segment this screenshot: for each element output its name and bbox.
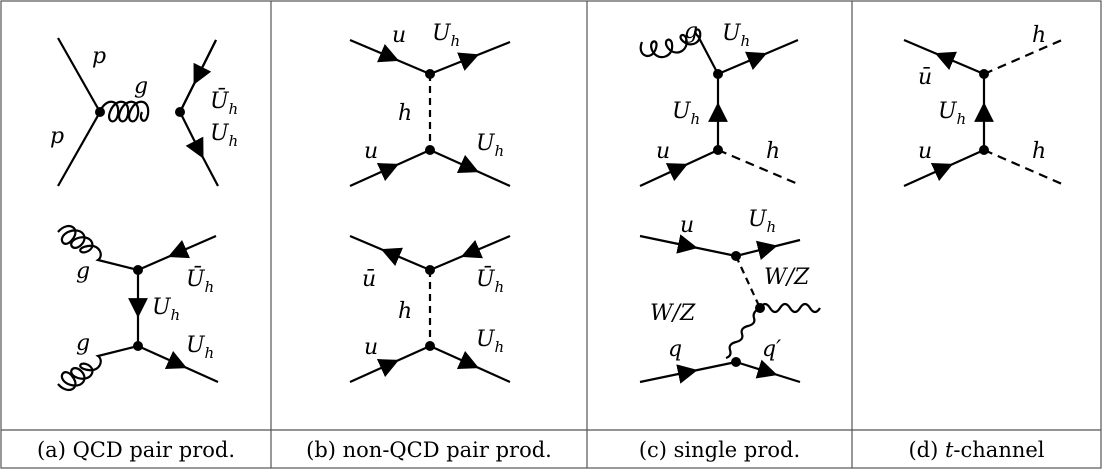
label-U: Uh: [186, 333, 214, 362]
WZ-propagator-dashed: [735, 255, 761, 309]
gluon-line-top: [57, 225, 139, 272]
vertex-dot: [95, 107, 105, 117]
label-U: Uh: [476, 327, 504, 356]
caption-b: (b) non-QCD pair prod.: [306, 438, 552, 462]
vertex-dot: [133, 265, 143, 275]
vertex-dot: [755, 303, 765, 313]
label-u: u: [656, 139, 670, 164]
label-h: h: [1032, 23, 1046, 48]
label-h: h: [398, 299, 412, 324]
label-g: g: [684, 19, 698, 44]
diagram-d: [903, 38, 1063, 188]
label-ubar: ū: [362, 267, 376, 292]
label-ubar: ū: [918, 65, 932, 90]
label-Ubar: Ūh: [186, 265, 214, 296]
label-u: u: [392, 23, 406, 48]
caption-a: (a) QCD pair prod.: [36, 438, 235, 462]
WZ-wavy-right: [759, 302, 821, 314]
label-Ubar: Ūh: [476, 265, 504, 296]
label-g: g: [134, 74, 148, 99]
proton-line-top: [57, 37, 101, 113]
gluon-propagator: [98, 100, 150, 123]
vertex-dot: [425, 69, 435, 79]
vertex-dot: [425, 341, 435, 351]
vertex-dot: [425, 145, 435, 155]
gluon-line-bottom: [57, 344, 139, 391]
label-u: u: [918, 139, 932, 164]
label-u: u: [680, 213, 694, 238]
higgs-line-top: [983, 38, 1063, 76]
label-qprime: q′: [762, 337, 781, 362]
WZ-wavy-left: [725, 307, 761, 360]
proton-line-bottom: [57, 111, 101, 187]
diagram-c-bottom: [639, 234, 821, 384]
label-U: Uh: [672, 99, 700, 128]
vertex-dot: [713, 69, 723, 79]
diagram-a-top: [57, 37, 219, 187]
diagram-b-bottom: [349, 234, 511, 384]
label-h: h: [1032, 139, 1046, 164]
label-U: Uh: [476, 131, 504, 160]
vertex-dot: [133, 341, 143, 351]
label-WZ: W/Z: [650, 301, 696, 326]
caption-c: (c) single prod.: [638, 438, 801, 462]
gluon-line: [639, 28, 719, 75]
label-U: Uh: [210, 121, 238, 150]
label-q: q: [668, 337, 682, 362]
vertex-dot: [175, 107, 185, 117]
label-p: p: [50, 124, 64, 149]
vertex-dot: [979, 69, 989, 79]
vertex-dot: [713, 145, 723, 155]
label-U: Uh: [722, 21, 750, 50]
label-p: p: [92, 44, 106, 69]
label-U: Uh: [432, 21, 460, 50]
diagram-c-top: [639, 28, 799, 187]
diagram-a-bottom: [57, 225, 219, 391]
label-Ubar: Ūh: [210, 87, 238, 118]
vertex-dot: [731, 251, 741, 261]
caption-d: (d) t-channel: [908, 438, 1045, 462]
vertex-dot: [731, 357, 741, 367]
label-U: Uh: [938, 99, 966, 128]
label-h: h: [766, 139, 780, 164]
vertex-dot: [979, 145, 989, 155]
label-h: h: [398, 101, 412, 126]
higgs-line-bottom: [983, 148, 1063, 186]
vertex-dot: [425, 265, 435, 275]
label-U: Uh: [152, 295, 180, 324]
diagram-b-top: [349, 38, 511, 188]
higgs-line: [717, 148, 799, 186]
label-WZ: W/Z: [764, 265, 810, 290]
label-g: g: [76, 259, 90, 284]
label-U: Uh: [748, 207, 776, 236]
label-u: u: [364, 139, 378, 164]
label-u: u: [364, 335, 378, 360]
label-g: g: [76, 331, 90, 356]
